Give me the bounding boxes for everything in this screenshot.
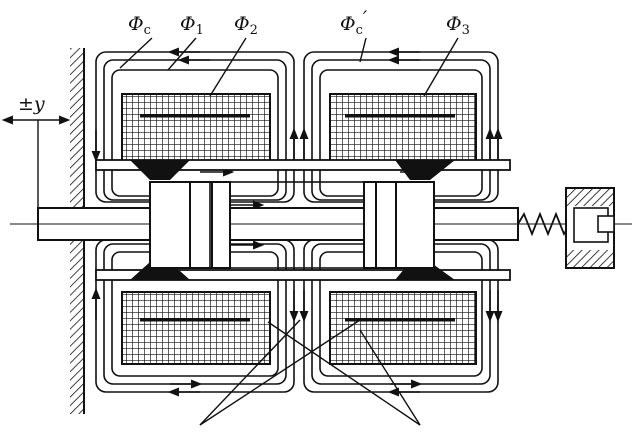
armature-shaft (10, 181, 632, 269)
displacement-label: ±y (18, 93, 45, 115)
displacement-indicator (1, 115, 71, 208)
label-phi-c-prime: Φc′ (340, 7, 368, 38)
coil-windings (121, 93, 477, 365)
label-phi-2: Φ2 (234, 13, 258, 38)
pole-bars (95, 159, 511, 281)
label-phi-c: Φc (128, 13, 151, 38)
label-pointers (119, 37, 459, 426)
label-phi-1: Φ1 (180, 13, 204, 38)
label-phi-3: Φ3 (446, 13, 470, 38)
spring-assembly (517, 187, 615, 269)
